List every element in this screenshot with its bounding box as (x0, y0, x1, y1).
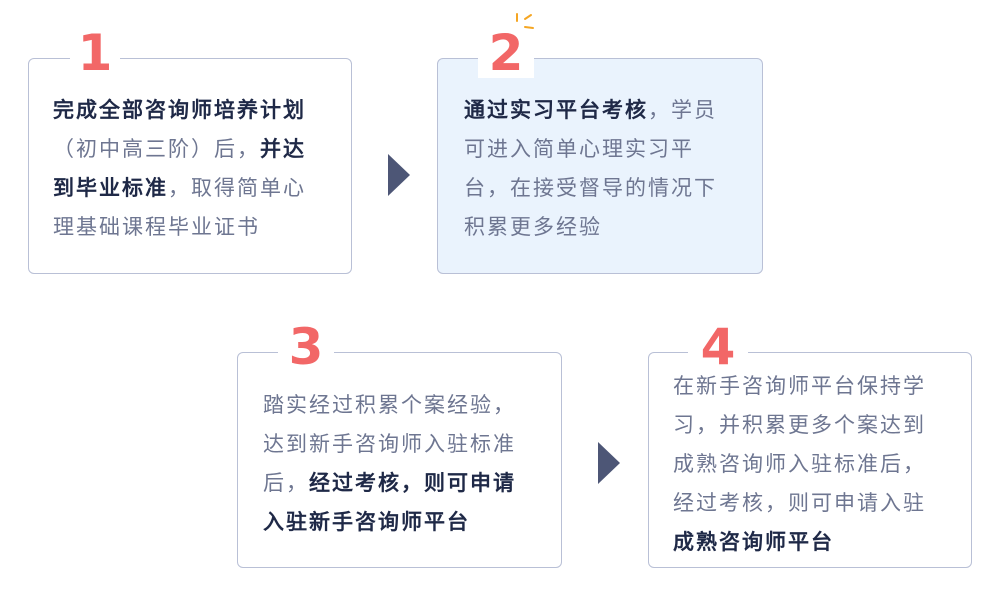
text-segment: 踏实经过积累个案经验， (263, 393, 516, 417)
text-segment: 台，在接受督导的情况下 (464, 176, 717, 200)
sparkle-icon (516, 13, 534, 29)
step-text-line: 台，在接受督导的情况下 (464, 169, 717, 208)
bold-text-segment: 经过考核，则可申请 (309, 471, 516, 495)
bold-text-segment: 成熟咨询师平台 (673, 530, 834, 554)
text-segment: 可进入简单心理实习平 (464, 137, 694, 161)
arrow-right-icon (388, 154, 410, 196)
step-number-3: 3 (278, 322, 334, 372)
step-card-1 (28, 58, 352, 274)
step-text-line: 通过实习平台考核，学员 (464, 91, 717, 130)
text-segment: 后， (263, 471, 309, 495)
text-segment: ，取得简单心 (168, 176, 306, 200)
step-text-2: 通过实习平台考核，学员可进入简单心理实习平台，在接受督导的情况下积累更多经验 (464, 91, 717, 247)
text-segment: 达到新手咨询师入驻标准 (263, 432, 516, 456)
step-text-line: 入驻新手咨询师平台 (263, 503, 516, 542)
step-text-line: 后，经过考核，则可申请 (263, 464, 516, 503)
text-segment: 理基础课程毕业证书 (53, 215, 260, 239)
step-text-line: 习，并积累更多个案达到 (673, 406, 926, 445)
step-card-2 (437, 58, 763, 274)
step-text-4: 在新手咨询师平台保持学习，并积累更多个案达到成熟咨询师入驻标准后， 经过考核，则可… (673, 367, 926, 562)
text-segment: 积累更多经验 (464, 215, 602, 239)
text-segment: （初中高三阶）后， (53, 137, 260, 161)
step-text-1: 完成全部咨询师培养计划（初中高三阶）后，并达到毕业标准，取得简单心理基础课程毕业… (53, 91, 306, 247)
step-text-line: 踏实经过积累个案经验， (263, 386, 516, 425)
text-segment: 经过考核，则可申请入驻 (673, 491, 926, 515)
step-text-line: 经过考核，则可申请入驻 (673, 484, 926, 523)
bold-text-segment: 通过实习平台考核 (464, 98, 648, 122)
step-card-4 (648, 352, 972, 568)
bold-text-segment: 完成全部咨询师培养计划 (53, 98, 306, 122)
step-text-line: 积累更多经验 (464, 208, 717, 247)
text-segment: 习，并积累更多个案达到 (673, 413, 926, 437)
bold-text-segment: 到毕业标准 (53, 176, 168, 200)
step-text-line: 到毕业标准，取得简单心 (53, 169, 306, 208)
arrow-right-icon (598, 442, 620, 484)
step-text-line: 在新手咨询师平台保持学 (673, 367, 926, 406)
step-number-4: 4 (688, 322, 748, 372)
step-text-line: （初中高三阶）后，并达 (53, 130, 306, 169)
step-text-line: 成熟咨询师平台 (673, 523, 926, 562)
bold-text-segment: 入驻新手咨询师平台 (263, 510, 470, 534)
step-text-3: 踏实经过积累个案经验，达到新手咨询师入驻标准后，经过考核，则可申请入驻新手咨询师… (263, 386, 516, 542)
text-segment: ，学员 (648, 98, 717, 122)
step-text-line: 可进入简单心理实习平 (464, 130, 717, 169)
step-text-line: 理基础课程毕业证书 (53, 208, 306, 247)
step-number-2: 2 (478, 28, 534, 78)
step-text-line: 成熟咨询师入驻标准后， (673, 445, 926, 484)
step-number-1: 1 (70, 28, 120, 78)
step-text-line: 完成全部咨询师培养计划 (53, 91, 306, 130)
text-segment: 成熟咨询师入驻标准后， (673, 452, 926, 476)
bold-text-segment: 并达 (260, 137, 306, 161)
text-segment: 在新手咨询师平台保持学 (673, 374, 926, 398)
step-text-line: 达到新手咨询师入驻标准 (263, 425, 516, 464)
step-card-3 (237, 352, 562, 568)
